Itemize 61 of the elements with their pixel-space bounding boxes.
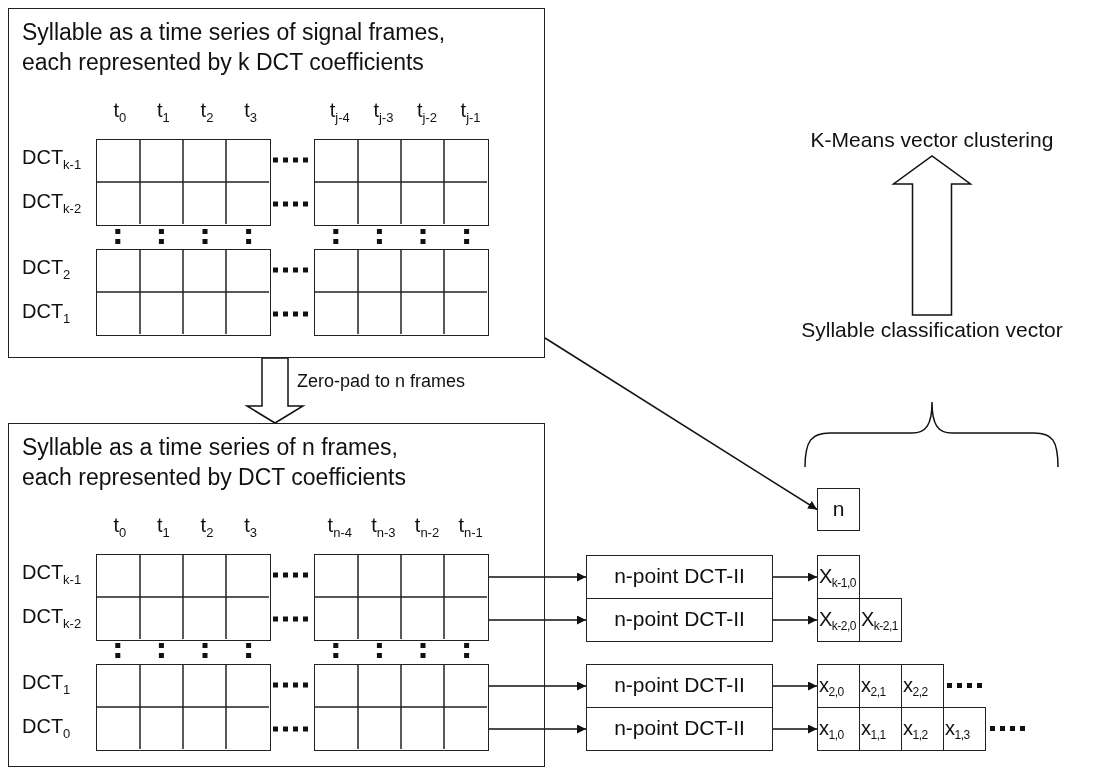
arrow (772, 572, 818, 582)
arrow (487, 572, 587, 582)
time-label: t$_{n-1}$ (458, 514, 483, 538)
frame-grid (313, 553, 489, 641)
step-label: K-Means vector clustering (810, 128, 1054, 152)
frame-grid (313, 248, 489, 336)
arrow (487, 615, 587, 625)
time-label: t$_{n-3}$ (371, 514, 396, 538)
time-label: t$_{1}$ (157, 99, 170, 123)
frame-grid (313, 663, 489, 751)
time-label: t$_{3}$ (244, 99, 257, 123)
coefficient-label: DCT$_{k-1}$ (22, 146, 82, 170)
coefficient-label: DCT$_{0}$ (22, 715, 71, 739)
arrow (772, 681, 818, 691)
process-box: n-point DCT-II (586, 664, 773, 708)
frame-grid (95, 138, 271, 226)
panel (8, 8, 545, 358)
process-box: n-point DCT-II (586, 707, 773, 751)
block-arrow (244, 357, 306, 424)
time-label: t$_{n-2}$ (414, 514, 440, 538)
coefficient-label: DCT$_{1}$ (22, 300, 71, 324)
time-label: t$_{2}$ (200, 99, 214, 123)
time-label: t$_{n-4}$ (327, 514, 352, 538)
time-label: t$_{2}$ (200, 514, 214, 538)
process-box: n-point DCT-II (586, 555, 773, 599)
arrow (544, 337, 818, 511)
arrow (772, 615, 818, 625)
arrow (487, 681, 587, 691)
vector-cell: x$_{1,3}$ (943, 707, 986, 751)
vector-cell: X$_{k-2,1}$ (859, 598, 902, 642)
block-arrow (891, 155, 973, 316)
vector-cell: x$_{1,0}$ (817, 707, 860, 751)
time-label: t$_{3}$ (244, 514, 257, 538)
arrow (772, 724, 818, 734)
panel-heading: Syllable as a time series of signal frames, each represented by k DCT coefficients (22, 18, 447, 77)
panel (8, 423, 545, 767)
frame-grid (313, 138, 489, 226)
coefficient-label: DCT$_{k-2}$ (22, 605, 82, 629)
vector-cell: x$_{2,0}$ (817, 664, 860, 708)
coefficient-label: DCT$_{k-2}$ (22, 190, 82, 214)
vector-length-cell: n (817, 488, 860, 531)
frame-grid (95, 663, 271, 751)
arrow (487, 724, 587, 734)
time-label: t$_{j-2}$ (417, 99, 437, 123)
vector-cell: X$_{k-2,0}$ (817, 598, 860, 642)
vector-cell: X$_{k-1,0}$ (817, 555, 860, 599)
frame-grid (95, 248, 271, 336)
frame-grid (95, 553, 271, 641)
time-label: t$_{j-4}$ (329, 99, 350, 123)
vector-cell: x$_{2,2}$ (901, 664, 944, 708)
time-label: t$_{j-3}$ (373, 99, 394, 123)
time-label: t$_{j-1}$ (460, 99, 481, 123)
coefficient-label: DCT$_{1}$ (22, 671, 71, 695)
time-label: t$_{1}$ (157, 514, 170, 538)
panel-heading: Syllable as a time series of n frames, each represented by DCT coefficients (22, 433, 407, 492)
time-label: t$_{0}$ (113, 99, 127, 123)
coefficient-label: DCT$_{2}$ (22, 256, 71, 280)
vector-label: Syllable classification vector (801, 318, 1063, 342)
time-label: t$_{0}$ (113, 514, 127, 538)
process-box: n-point DCT-II (586, 598, 773, 642)
coefficient-label: DCT$_{k-1}$ (22, 561, 82, 585)
